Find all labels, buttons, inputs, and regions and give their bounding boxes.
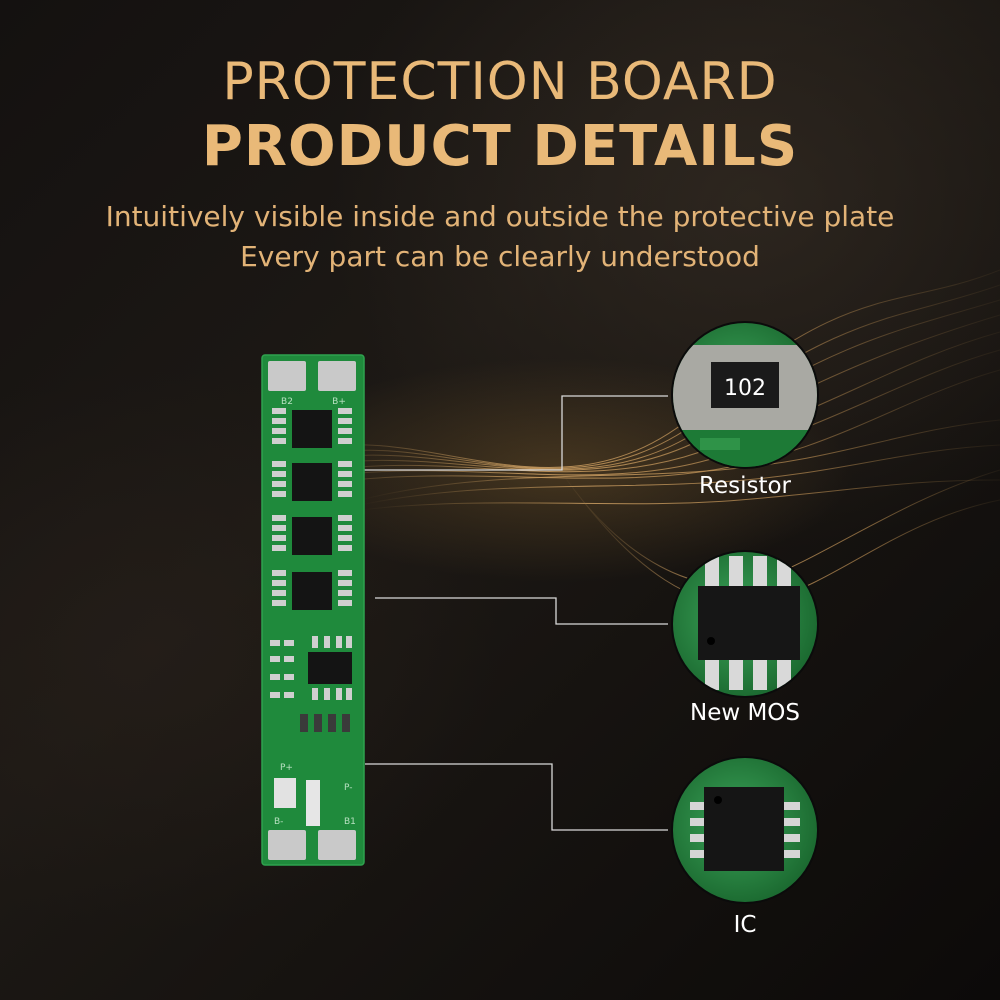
pad-label-b1: B1 (344, 817, 356, 827)
pad-label-pplus: P+ (280, 763, 293, 773)
resistor-label: Resistor (699, 473, 791, 499)
subtitle-line-1: Intuitively visible inside and outside t… (105, 200, 895, 233)
ic-magnifier (671, 756, 819, 904)
title-line-1: PROTECTION BOARD (222, 52, 778, 112)
mos-label: New MOS (689, 700, 801, 726)
mos-magnifier (671, 550, 819, 698)
resistor-magnifier: 102 (671, 321, 819, 469)
pad-label-bminus: B- (274, 817, 283, 827)
pad-label-b2: B2 (281, 397, 293, 407)
callout-lines (345, 395, 668, 831)
ic-label: IC (733, 912, 757, 938)
resistor-marking: 102 (724, 376, 766, 401)
pad-label-pminus: P- (344, 783, 352, 793)
pad-label-bplus: B+ (332, 397, 346, 407)
wave-lines (279, 269, 1000, 605)
subtitle-line-2: Every part can be clearly understood (240, 240, 760, 273)
pcb-board: B2 B+ (261, 354, 365, 866)
title-line-2: PRODUCT DETAILS (201, 114, 799, 179)
